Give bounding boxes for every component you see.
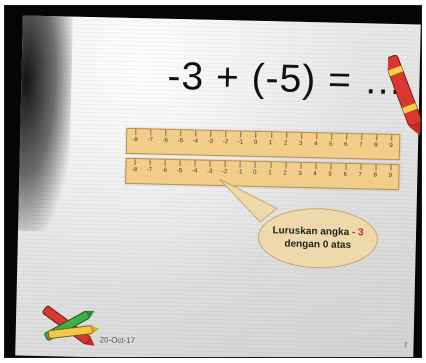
ruler-tick-label: 0 [253,139,258,146]
ruler-tick-label: -2 [222,169,228,176]
crayon-icon [386,54,421,136]
ruler-tick-label: 5 [328,171,332,178]
ruler-tick [345,163,347,170]
ruler-tick-label: -3 [206,168,213,175]
callout-highlight: - 3 [351,227,364,239]
ruler-tick-label: -6 [162,137,168,144]
ruler-tick [149,159,151,166]
ruler-tick-label: 6 [343,171,347,178]
slide-date: 20-Oct-17 [99,335,136,346]
ruler-tick [375,164,377,171]
ruler-tick-label: 7 [358,172,362,179]
callout-pointer [218,178,278,223]
ruler-tick [240,131,242,138]
ruler-tick [195,130,197,137]
ruler-tick [390,164,392,171]
ruler-tick [361,134,363,141]
ruler-tick [165,129,167,136]
ruler-tick-label: 8 [373,172,378,179]
ruler-tick [224,161,226,168]
ruler-tick [225,131,227,138]
ruler-tick-label: 0 [253,169,257,176]
ruler-tick-label: -6 [161,167,168,174]
ruler-tick-label: -8 [131,167,138,174]
ruler-tick [315,133,318,140]
ruler-tick-label: 9 [389,142,393,149]
ruler-tick-label: -2 [222,139,229,146]
ruler-tick-label: 6 [344,141,348,148]
ruler-tick-label: 7 [359,142,363,149]
slide-page-number: 7 [403,342,408,350]
ruler-tick-label: -7 [146,167,153,174]
callout-text: Luruskan angka [272,225,353,239]
ruler-tick-label: -5 [176,168,183,175]
number-line-top: -8 -7 -6 -5 -4 -3 -2 -1 0 1 2 3 4 5 6 7 8 9 [125,127,401,161]
ruler-tick-label: -1 [237,169,243,176]
ruler-tick-label: 5 [329,141,333,148]
ruler-tick-label: 9 [388,172,393,179]
photo-frame: -3 + (-5) = … -8 -7 -6 -5 -4 -3 -2 -1 0 1 2 3 4 5 6 7 8 9… [4,5,422,358]
ruler-tick [180,130,182,137]
ruler-tick [330,133,333,140]
callout-line-2: dengan 0 atas [284,238,352,252]
ruler-tick-label: 2 [283,140,288,147]
ruler-tick-label: 2 [283,170,287,177]
ruler-tick [194,160,196,167]
ruler-tick [254,161,257,168]
ruler-tick [135,129,137,136]
ruler-tick [209,160,211,167]
ruler-tick-label: 3 [298,140,303,147]
slide-screen: -3 + (-5) = … -8 -7 -6 -5 -4 -3 -2 -1 0 1 2 3 4 5 6 7 8 9… [15,15,421,357]
ruler-tick [300,162,302,169]
ruler-tick [164,159,166,166]
ruler-tick [270,132,272,139]
ruler-tick [210,130,212,137]
ruler-tick-label: 4 [313,171,317,178]
ruler-tick [255,131,257,138]
ruler-tick-label: -1 [237,139,244,146]
ruler-tick [150,129,152,136]
ruler-tick [179,160,181,167]
ruler-tick-label: -7 [147,137,153,144]
ruler-tick-label: -8 [132,137,138,144]
ruler-tick [270,162,272,169]
ruler-tick-label: 3 [298,170,302,177]
crayons-bundle-icon [42,305,100,346]
ruler-tick-label: 1 [268,140,273,147]
ruler-tick-label: -3 [207,138,214,145]
ruler-tick [345,133,348,140]
shadow-corner [18,15,73,232]
ruler-tick [134,159,136,166]
callout-bubble: Luruskan angka - 3 dengan 0 atas [257,206,379,270]
ruler-tick [239,161,242,168]
ruler-tick [285,162,287,169]
ruler-tick-label: -5 [177,138,184,145]
ruler-tick [330,163,332,170]
slide-title: -3 + (-5) = … [167,54,405,104]
ruler-tick [315,163,317,170]
ruler-tick-label: -4 [192,138,199,145]
ruler-tick-label: 8 [374,142,378,149]
ruler-tick [376,134,378,141]
ruler-tick-label: 4 [314,141,318,148]
ruler-tick-label: 1 [268,170,272,177]
ruler-tick [285,132,287,139]
ruler-tick [360,164,362,171]
ruler-tick-label: -4 [191,168,198,175]
ruler-tick [300,132,302,139]
